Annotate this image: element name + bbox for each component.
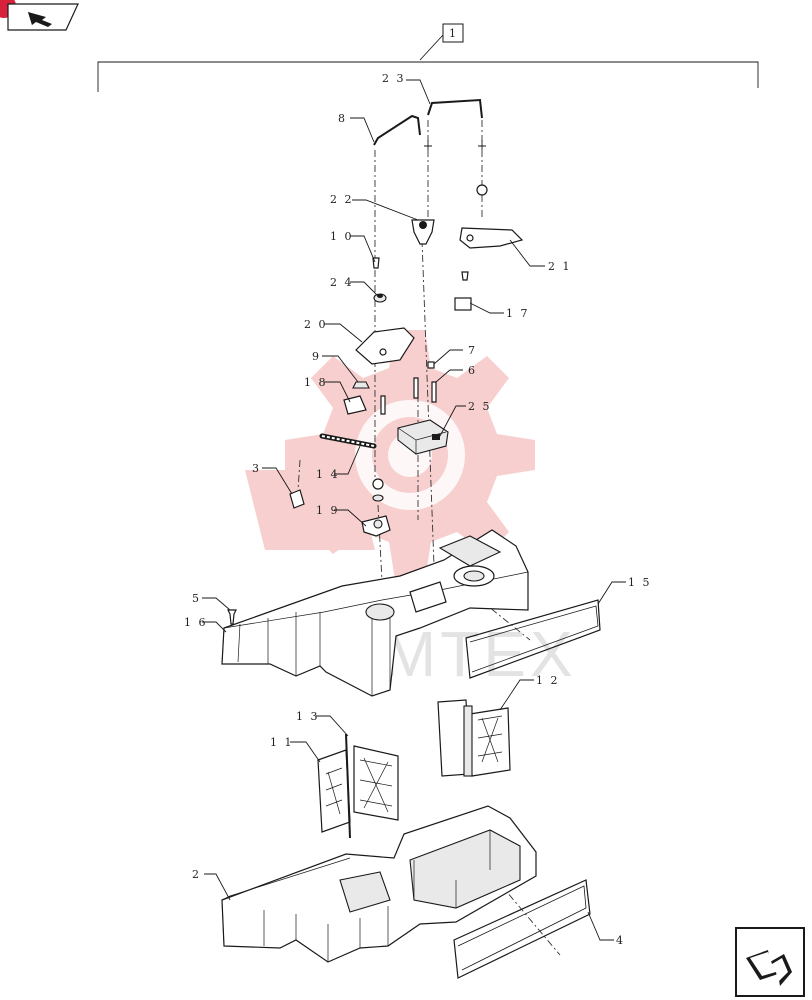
forward-nav-button[interactable] (735, 927, 805, 997)
part-6-screws (380, 377, 437, 415)
callout-7: 7 (468, 344, 477, 357)
callout-8: 8 (338, 112, 347, 125)
callout-3: 3 (252, 462, 261, 475)
callout-labels: 2 3 8 2 2 2 1 1 0 2 4 1 7 2 0 7 9 6 1 8 … (184, 72, 652, 947)
part-3-link (289, 489, 305, 509)
part-24-nut (373, 293, 387, 303)
callout-23: 2 3 (382, 72, 406, 85)
forward-arrow-icon (746, 950, 792, 986)
callout-12: 1 2 (536, 674, 560, 687)
part-2-lower-housing (221, 805, 537, 963)
part-23-rod (424, 98, 486, 150)
part-19-lever (361, 478, 391, 537)
part-14-rod (319, 433, 377, 449)
leader-lines (202, 79, 626, 941)
part-21-plate (459, 184, 524, 249)
callout-5: 5 (192, 592, 201, 605)
callout-19: 1 9 (316, 504, 340, 517)
callout-14: 1 4 (316, 468, 340, 481)
callout-6: 6 (468, 364, 477, 377)
callout-16: 1 6 (184, 616, 208, 629)
part-5-screw (227, 609, 237, 625)
callout-25: 2 5 (468, 400, 492, 413)
callout-21: 2 1 (548, 260, 572, 273)
callout-20: 2 0 (304, 318, 328, 331)
part-17-clip (454, 271, 472, 311)
callout-18: 1 8 (304, 376, 328, 389)
callout-13: 1 3 (296, 710, 320, 723)
callout-4: 4 (616, 934, 625, 947)
part-13-11-filter-doors (317, 733, 399, 839)
assembly-label: 1 (449, 27, 458, 40)
part-7-clip (427, 361, 435, 369)
callout-11: 1 1 (270, 736, 294, 749)
part-4-seal-strip (453, 879, 591, 979)
part-8-rod (373, 114, 421, 146)
back-arrow-icon (28, 12, 52, 27)
part-15-seal-strip (465, 599, 601, 679)
callout-9: 9 (312, 350, 321, 363)
part-16-upper-housing (221, 529, 529, 697)
callout-24: 2 4 (330, 276, 354, 289)
callout-17: 1 7 (506, 307, 530, 320)
callout-10: 1 0 (330, 230, 354, 243)
part-9-nut (352, 381, 370, 389)
callout-15: 1 5 (628, 576, 652, 589)
watermark-gear-logo (245, 330, 535, 580)
callout-2: 2 (192, 868, 201, 881)
back-nav-button[interactable] (0, 0, 79, 31)
part-20-plate (355, 327, 415, 365)
part-12-filter (437, 699, 511, 777)
assembly-bracket: 1 (97, 23, 759, 92)
callout-22: 2 2 (330, 193, 354, 206)
part-25-motor (397, 419, 449, 455)
part-22-actuator (411, 219, 435, 245)
